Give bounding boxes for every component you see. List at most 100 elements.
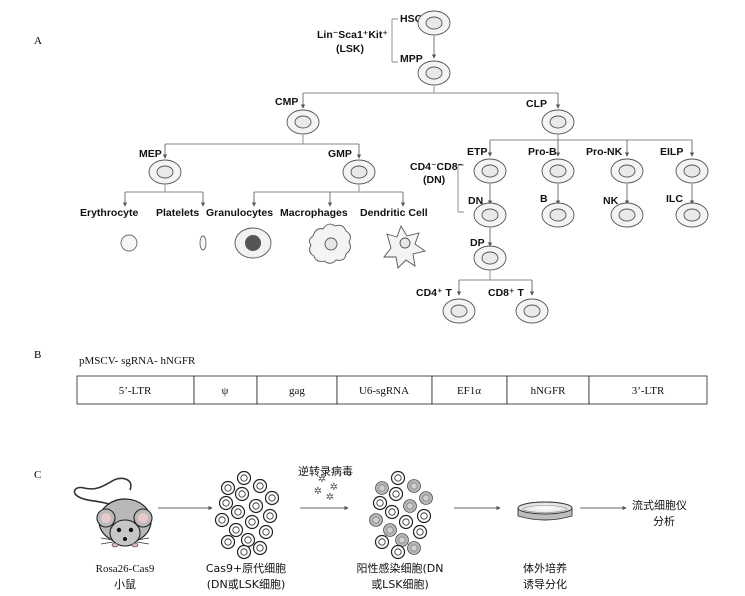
label-nk: NK	[603, 195, 619, 207]
label-hsc: HSC	[400, 13, 423, 25]
cell-nucleus	[410, 482, 418, 490]
cell-clp	[541, 109, 575, 135]
cell-pro-nk	[610, 158, 644, 184]
label-eilp: EILP	[660, 146, 683, 158]
cell-nucleus	[416, 528, 424, 536]
cell-nucleus	[256, 482, 264, 490]
virus-label: 逆转录病毒	[298, 464, 353, 478]
cell-nucleus	[386, 526, 394, 534]
line-clp-split	[490, 135, 692, 141]
line-mep-split	[125, 185, 203, 193]
mouse-ear-left-inner	[101, 513, 111, 523]
label-b: B	[540, 193, 548, 205]
cell-nucleus	[268, 494, 276, 502]
segment-u6-sgrna: U6-sgRNA	[359, 385, 409, 397]
cell-nucleus	[378, 538, 386, 546]
cell-eilp	[675, 158, 709, 184]
culture-dish	[517, 501, 573, 521]
label-pro-nk: Pro-NK	[586, 146, 623, 158]
label-etp: ETP	[467, 146, 487, 158]
primary-label-line1: Cas9+原代细胞	[206, 562, 286, 575]
cell-nucleus	[402, 518, 410, 526]
segment-gag: gag	[289, 385, 305, 397]
label-cd8: CD8⁺ T	[488, 287, 524, 299]
cell-nk	[610, 202, 644, 228]
cell-cd4	[442, 298, 476, 324]
segment-u6-box	[336, 375, 433, 405]
cell-nucleus	[420, 512, 428, 520]
cell-nucleus	[266, 512, 274, 520]
cell-pro-b	[541, 158, 575, 184]
mouse-ear-right-inner	[138, 513, 148, 523]
cell-nucleus	[372, 516, 380, 524]
label-granulocytes: Granulocytes	[206, 207, 273, 219]
retrovirus-particles: ✲✲✲✲	[314, 474, 338, 503]
cell-nucleus	[376, 499, 384, 507]
culture-label-line2: 诱导分化	[523, 577, 567, 591]
line-gmp-split	[254, 185, 403, 193]
label-clp: CLP	[526, 98, 547, 110]
segment-5ltr-box	[76, 375, 195, 405]
cell-dn	[473, 202, 507, 228]
segment-psi: ψ	[222, 385, 229, 397]
virus-particle-icon: ✲	[330, 482, 338, 493]
cell-cmp	[286, 109, 320, 135]
cell-nucleus	[410, 544, 418, 552]
mouse-nose	[123, 537, 127, 541]
virus-particle-icon: ✲	[318, 474, 326, 485]
cell-nucleus	[224, 484, 232, 492]
mouse-head	[109, 519, 141, 547]
label-ilc: ILC	[666, 193, 683, 205]
cell-ilc	[675, 202, 709, 228]
cell-platelet	[199, 235, 207, 251]
vector-title: pMSCV- sgRNA- hNGFR	[79, 355, 196, 367]
cell-nucleus	[392, 490, 400, 498]
cell-etp	[473, 158, 507, 184]
flow-label-line1: 流式细胞仪	[632, 498, 687, 512]
cell-nucleus	[238, 490, 246, 498]
cell-hsc	[417, 10, 451, 36]
mouse-paw-right	[131, 542, 139, 548]
dn-bracket	[457, 164, 464, 213]
cell-nucleus	[244, 536, 252, 544]
virus-particle-icon: ✲	[314, 486, 322, 497]
macrophage-nucleus	[324, 237, 338, 251]
cell-nucleus	[234, 508, 242, 516]
infected-label-line1: 阳性感染细胞(DN	[357, 561, 444, 575]
panel-label-a: A	[34, 35, 42, 47]
cell-nucleus	[378, 484, 386, 492]
mouse-tail	[73, 477, 132, 506]
cell-cd8	[515, 298, 549, 324]
cell-nucleus	[394, 548, 402, 556]
segment-gag-box	[256, 375, 338, 405]
flow-label-line2: 分析	[653, 514, 675, 528]
label-lsk-line2: (LSK)	[336, 43, 364, 55]
infected-cell-cluster	[369, 470, 433, 560]
label-dp: DP	[470, 237, 485, 249]
vector-map: 5’-LTR ψ gag U6-sgRNA EF1α hNGFR 3’-LTR	[76, 375, 708, 405]
label-macrophages: Macrophages	[280, 207, 348, 219]
mouse-illustration	[73, 477, 153, 548]
cell-mep	[148, 159, 182, 185]
mouse-label-line2: 小鼠	[114, 577, 136, 591]
panel-label-b: B	[34, 349, 41, 361]
label-dn: DN	[468, 195, 483, 207]
infected-label-line2: 或LSK细胞)	[371, 578, 429, 591]
mouse-label-line1: Rosa26-Cas9	[96, 563, 155, 575]
cell-nucleus	[248, 518, 256, 526]
cell-nucleus	[224, 538, 232, 546]
virus-particle-icon: ✲	[326, 492, 334, 503]
label-erythrocyte: Erythrocyte	[80, 207, 139, 219]
primary-label-line2: (DN或LSK细胞)	[207, 578, 286, 591]
cell-nucleus	[394, 474, 402, 482]
cell-nucleus	[240, 474, 248, 482]
label-cmp: CMP	[275, 96, 298, 108]
lsk-bracket	[391, 18, 398, 63]
label-pro-b: Pro-B	[528, 146, 557, 158]
cell-nucleus	[252, 502, 260, 510]
label-platelets: Platelets	[156, 207, 199, 219]
cell-nucleus	[256, 544, 264, 552]
label-dn-line2: (DN)	[423, 174, 445, 186]
segment-hngfr: hNGFR	[531, 385, 567, 397]
cell-gmp	[342, 159, 376, 185]
